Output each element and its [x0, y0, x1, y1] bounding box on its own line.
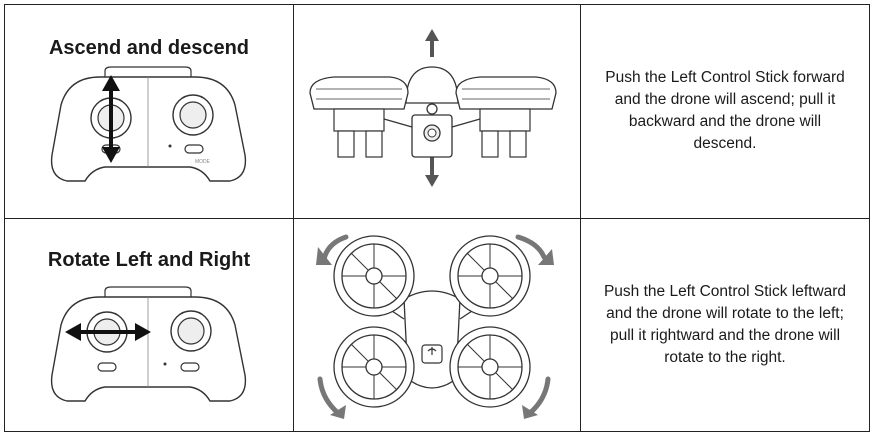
controller-icon: MODE	[50, 66, 247, 182]
up-arrow-icon	[425, 29, 439, 57]
drone-side-view-icon	[309, 29, 557, 187]
down-arrow-icon	[425, 157, 439, 187]
controller-cell-ascend: Ascend and descend MODE	[4, 4, 294, 219]
vertical-double-arrow-icon	[102, 75, 120, 163]
description-line: Push the Left Control Stick forward	[605, 69, 845, 87]
horizontal-double-arrow-icon	[65, 322, 151, 341]
svg-text:MODE: MODE	[195, 159, 211, 165]
description-ascend-descend: Push the Left Control Stick forward and …	[580, 4, 870, 219]
description-line: backward and the drone will	[628, 113, 822, 131]
description-line: Push the Left Control Stick leftward	[603, 282, 847, 300]
drone-cell-ascend	[293, 4, 581, 219]
drone-cell-rotate	[293, 217, 581, 432]
description-line: and the drone will rotate to the left;	[606, 304, 844, 322]
description-line: descend.	[693, 135, 757, 153]
description-rotate: Push the Left Control Stick leftward and…	[580, 217, 870, 432]
description-line: and the drone will ascend; pull it	[614, 91, 836, 109]
description-line: pull it rightward and the drone will	[609, 326, 841, 344]
title-rotate: Rotate Left and Right	[47, 248, 251, 271]
description-line: rotate to the right.	[664, 348, 786, 366]
row-ascend-descend: Ascend and descend MODE	[4, 4, 870, 219]
instruction-table: Ascend and descend MODE	[4, 4, 870, 432]
controller-cell-rotate: Rotate Left and Right	[4, 217, 294, 432]
row-rotate: Rotate Left and Right	[4, 217, 870, 432]
rotate-arrow-icon	[317, 234, 551, 415]
title-ascend-descend: Ascend and descend	[48, 37, 250, 59]
drone-top-view-icon	[316, 234, 554, 419]
